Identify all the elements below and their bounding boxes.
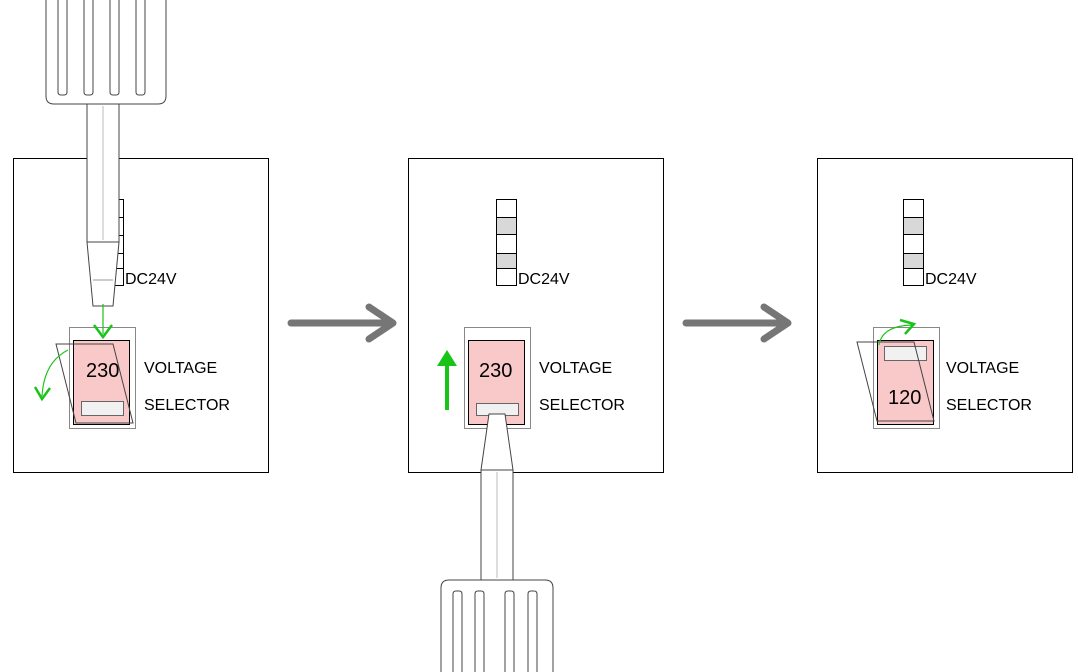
panel-step-2: DC24V 230 VOLTAGE SELECTOR xyxy=(408,158,664,672)
screwdriver-icon xyxy=(45,0,167,307)
power-label: DC24V xyxy=(518,271,570,288)
selector-label-line1: VOLTAGE xyxy=(946,360,1019,377)
device-panel xyxy=(13,158,269,473)
selector-slot xyxy=(81,401,124,416)
panel-step-1: DC24V 230 VOLTAGE SELECTOR xyxy=(13,0,269,473)
arrow-right-icon xyxy=(287,303,397,343)
selector-label-line1: VOLTAGE xyxy=(144,360,217,377)
arrow-up-icon xyxy=(437,350,457,410)
arrow-curve-down-icon xyxy=(33,349,69,402)
panel-step-3: DC24V 120 VOLTAGE SELECTOR xyxy=(817,158,1073,473)
led-strip xyxy=(496,199,517,286)
device-panel xyxy=(817,158,1073,473)
device-panel xyxy=(408,158,664,473)
selector-cover xyxy=(856,341,935,422)
selector-label-line1: VOLTAGE xyxy=(539,360,612,377)
selector-value: 230 xyxy=(86,360,119,382)
arrow-down-icon xyxy=(93,304,113,340)
selector-label-line2: SELECTOR xyxy=(144,397,230,414)
selector-label-line2: SELECTOR xyxy=(539,397,625,414)
selector-cover xyxy=(55,343,134,424)
selector-value: 120 xyxy=(888,387,921,409)
screwdriver-icon xyxy=(440,413,554,672)
power-label: DC24V xyxy=(925,271,977,288)
led-strip xyxy=(903,199,924,286)
selector-slot xyxy=(884,346,927,361)
power-label: DC24V xyxy=(125,271,177,288)
selector-value: 230 xyxy=(479,360,512,382)
arrow-right-icon xyxy=(682,303,792,343)
arrow-curve-up-icon xyxy=(878,318,917,346)
selector-label-line2: SELECTOR xyxy=(946,397,1032,414)
